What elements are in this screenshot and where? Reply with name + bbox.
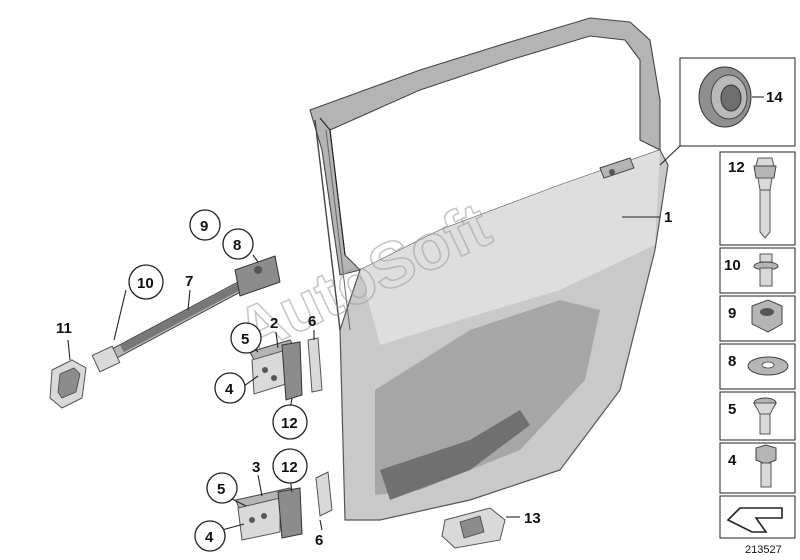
callout-8: 8 [222, 228, 254, 260]
callout-1: 1 [664, 209, 672, 226]
callout-12-lower: 12 [272, 448, 308, 484]
part-14-detail [659, 57, 796, 166]
callout-3: 3 [252, 459, 260, 476]
drawing-number: 213527 [745, 544, 782, 556]
push-rivet-icon [753, 157, 777, 239]
washer-icon [747, 356, 789, 376]
callout-2: 2 [270, 315, 278, 332]
lower-hinge [235, 471, 333, 541]
fastener-legend: 12 10 9 [719, 151, 796, 556]
callout-10: 10 [128, 264, 164, 300]
svg-text:11: 11 [56, 320, 72, 337]
callout-6-lower: 6 [315, 532, 323, 549]
svg-text:9: 9 [728, 305, 736, 322]
svg-text:4: 4 [225, 381, 234, 398]
svg-text:4: 4 [728, 452, 737, 469]
svg-text:7: 7 [185, 273, 193, 290]
callout-5-upper: 5 [230, 322, 262, 354]
stud-bolt-icon [753, 253, 779, 287]
legend-footer [719, 495, 796, 539]
countersunk-screw-icon [753, 397, 777, 435]
svg-text:5: 5 [217, 481, 225, 498]
hex-nut-icon [751, 299, 783, 333]
svg-text:10: 10 [137, 275, 154, 292]
svg-text:9: 9 [200, 218, 208, 235]
legend-row-10: 10 [719, 247, 796, 294]
svg-text:3: 3 [252, 459, 260, 476]
callout-7: 7 [185, 273, 193, 290]
svg-text:14: 14 [766, 89, 783, 106]
legend-row-5: 5 [719, 391, 796, 441]
svg-text:2: 2 [270, 315, 278, 332]
svg-text:12: 12 [728, 159, 745, 176]
door-check-strap [91, 255, 281, 373]
svg-text:12: 12 [281, 459, 298, 476]
callout-12-upper: 12 [272, 404, 308, 440]
svg-text:10: 10 [724, 257, 741, 274]
svg-text:6: 6 [308, 313, 316, 330]
part-11-cap [49, 359, 87, 409]
upper-hinge [249, 337, 323, 401]
legend-row-8: 8 [719, 343, 796, 390]
callout-11: 11 [56, 320, 72, 337]
callout-4-upper: 4 [214, 372, 246, 404]
legend-row-12: 12 [719, 151, 796, 246]
callout-13: 13 [524, 510, 541, 527]
svg-text:8: 8 [728, 353, 736, 370]
callout-14: 14 [766, 89, 783, 106]
svg-text:8: 8 [233, 237, 241, 254]
callout-5-lower: 5 [206, 472, 238, 504]
legend-row-9: 9 [719, 295, 796, 342]
callout-6-upper: 6 [308, 313, 316, 330]
svg-text:6: 6 [315, 532, 323, 549]
rear-door-panel [309, 17, 669, 521]
svg-text:12: 12 [281, 415, 298, 432]
legend-row-4: 4 [719, 442, 796, 494]
svg-text:4: 4 [205, 529, 214, 546]
svg-text:1: 1 [664, 209, 672, 226]
callout-9: 9 [189, 209, 221, 241]
part-13-bracket [441, 507, 520, 549]
svg-text:5: 5 [728, 401, 736, 418]
arrow-direction-icon [726, 507, 783, 533]
hex-bolt-icon [755, 444, 777, 488]
callout-4-lower: 4 [194, 520, 226, 552]
svg-text:5: 5 [241, 331, 249, 348]
svg-text:13: 13 [524, 510, 541, 527]
